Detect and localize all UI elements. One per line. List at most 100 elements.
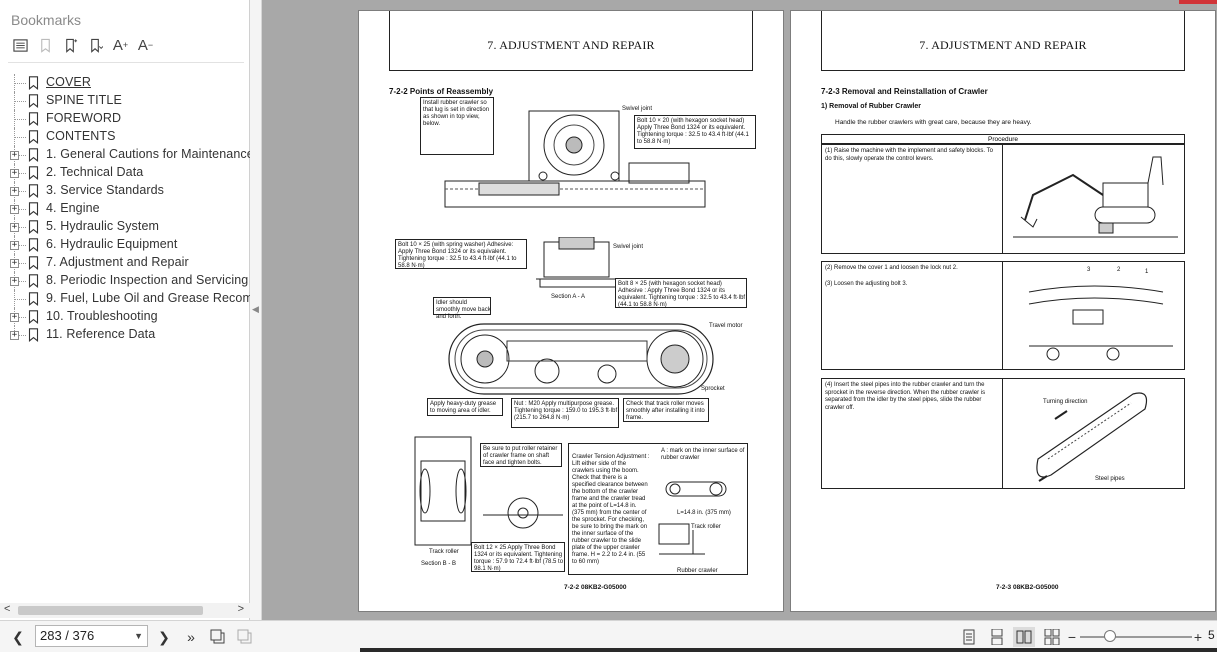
bookmark-label: 10. Troubleshooting [46,309,158,323]
retainer-text: Be sure to put roller retainer of crawle… [483,446,558,466]
bookmark-icon [28,328,39,342]
bookmark-label: CONTENTS [46,129,116,143]
bookmark-item[interactable]: +11. Reference Data [0,326,250,344]
expand-icon[interactable]: + [10,312,19,322]
bookmark-label: 11. Reference Data [46,327,156,341]
expand-icon[interactable]: + [10,186,19,196]
previous-page-icon[interactable]: ❮ [12,628,24,645]
bookmark-add-icon[interactable] [58,34,83,56]
bookmark-label: COVER [46,75,91,89]
bookmark-item[interactable]: +1. General Cautions for Maintenance [0,146,254,164]
expand-icon[interactable]: + [10,150,19,160]
panel-splitter[interactable]: ◀ [250,0,262,620]
swivel-joint-label-2: Swivel joint [613,244,644,250]
zoom-out-icon[interactable]: − [1067,629,1077,645]
status-toolbar: ❮ 283 / 376 ▼ ❯ » − + 5 [0,620,1217,652]
tree-guide-connector [14,227,26,228]
h-clearance-diagram [658,523,705,555]
track-roller-label: Track roller [691,524,721,530]
tree-guide-connector [14,245,26,246]
bookmark-item[interactable]: +6. Hydraulic Equipment [0,236,250,254]
continuous-facing-icon[interactable] [1041,627,1063,647]
expand-icon[interactable]: + [10,258,19,268]
expand-icon[interactable]: + [10,168,19,178]
callout-3: 3 [1087,267,1091,273]
bookmark-item[interactable]: +5. Hydraulic System [0,218,250,236]
collapse-arrow-icon[interactable]: ◀ [252,304,259,314]
page-number-field[interactable]: 283 / 376 ▼ [35,625,148,647]
text-larger-icon[interactable]: A+ [112,36,129,54]
document-view[interactable]: 7. ADJUSTMENT AND REPAIR 7-2-2 Points of… [262,0,1217,620]
restore-view-icon[interactable] [234,627,256,647]
section-bb-label: Section B - B [421,561,457,567]
bookmark-label: 2. Technical Data [46,165,144,179]
next-page-icon[interactable]: ❯ [158,628,170,645]
bookmark-item[interactable]: +8. Periodic Inspection and Servicing [0,272,250,290]
tree-guide-connector [14,173,26,174]
track-roller-label-2: Track roller [429,549,459,555]
facing-pages-icon[interactable] [1013,627,1035,647]
idler-text: Idler should smoothly move back and fort… [436,300,491,320]
zoom-in-icon[interactable]: + [1193,629,1203,645]
text-smaller-icon[interactable]: A− [137,36,154,54]
track-roller-side-diagram [483,497,563,529]
toolbar-divider [8,62,244,63]
zoom-slider-track[interactable] [1080,636,1192,638]
bookmark-label: 1. General Cautions for Maintenance [46,147,254,161]
tension-diagram [665,481,727,497]
outline-list-icon[interactable] [8,34,33,56]
turning-direction-label: Turning direction [1043,399,1088,405]
bookmark-icon [28,256,39,270]
procedure-header: Procedure [821,134,1185,144]
bookmark-expand-icon[interactable] [83,34,108,56]
section-aa-diagram [536,237,619,288]
nut-note: Nut : M20 Apply multipurpose grease. Tig… [511,398,619,428]
copy-view-icon[interactable] [207,627,229,647]
bookmark-item[interactable]: +4. Engine [0,200,250,218]
bookmark-item[interactable]: CONTENTS [0,128,250,146]
bookmark-item[interactable]: +7. Adjustment and Repair [0,254,250,272]
l-value-text: L=14.8 in. (375 mm) [677,510,731,516]
zoom-slider-thumb[interactable] [1104,630,1116,642]
scroll-left-icon[interactable]: < [4,603,11,615]
section-title: 7-2-2 Points of Reassembly [389,87,494,96]
expand-icon[interactable]: + [10,240,19,250]
bookmark-item[interactable]: FOREWORD [0,110,250,128]
bookmark-item[interactable]: SPINE TITLE [0,92,250,110]
swivel-joint-label: Swivel joint [622,106,653,112]
bookmark-item[interactable]: +10. Troubleshooting [0,308,250,326]
continuous-page-icon[interactable] [986,627,1008,647]
expand-icon[interactable]: + [10,222,19,232]
bookmark-icon [28,274,39,288]
step1-image-cell [1002,144,1185,254]
bookmark-item[interactable]: COVER [0,74,250,92]
page-dropdown-icon[interactable]: ▼ [134,631,143,641]
tension-box: Crawler Tension Adjustment : Lift either… [568,443,748,575]
bookmark-item[interactable]: +2. Technical Data [0,164,250,182]
retainer-note: Be sure to put roller retainer of crawle… [480,443,562,467]
page-right: 7. ADJUSTMENT AND REPAIR 7-2-3 Removal a… [790,10,1216,612]
bookmark-icon [28,166,39,180]
window-accent-bar [1179,0,1217,4]
expand-icon[interactable]: + [10,330,19,340]
bookmark-icon [28,94,39,108]
bookmark-delete-icon[interactable] [33,34,58,56]
horizontal-scrollbar[interactable]: < > [0,603,250,618]
zoom-value: 5 [1208,628,1215,642]
bookmark-item[interactable]: +3. Service Standards [0,182,250,200]
bookmark-item[interactable]: 9. Fuel, Lube Oil and Grease Recomm [0,290,263,308]
tree-guide-connector [14,299,26,300]
grease-text: Apply heavy-duty grease to moving area o… [430,401,497,414]
scroll-right-icon[interactable]: > [237,603,244,615]
expand-icon[interactable]: + [10,276,19,286]
single-page-icon[interactable] [958,627,980,647]
expand-icon[interactable]: + [10,204,19,214]
last-page-icon[interactable]: » [187,629,195,645]
section-title: 7-2-3 Removal and Reinstallation of Craw… [821,87,988,96]
scrollbar-thumb[interactable] [18,606,203,615]
section-aa-label: Section A - A [551,294,586,300]
mark-a-text: A : mark on the inner surface of rubber … [661,448,745,461]
step3-text: (3) Loosen the adjusting bolt 3. [825,281,908,287]
track-roller-check-text: Check that track roller moves smoothly a… [626,401,705,421]
step1-text: (1) Raise the machine with the implement… [825,148,993,162]
